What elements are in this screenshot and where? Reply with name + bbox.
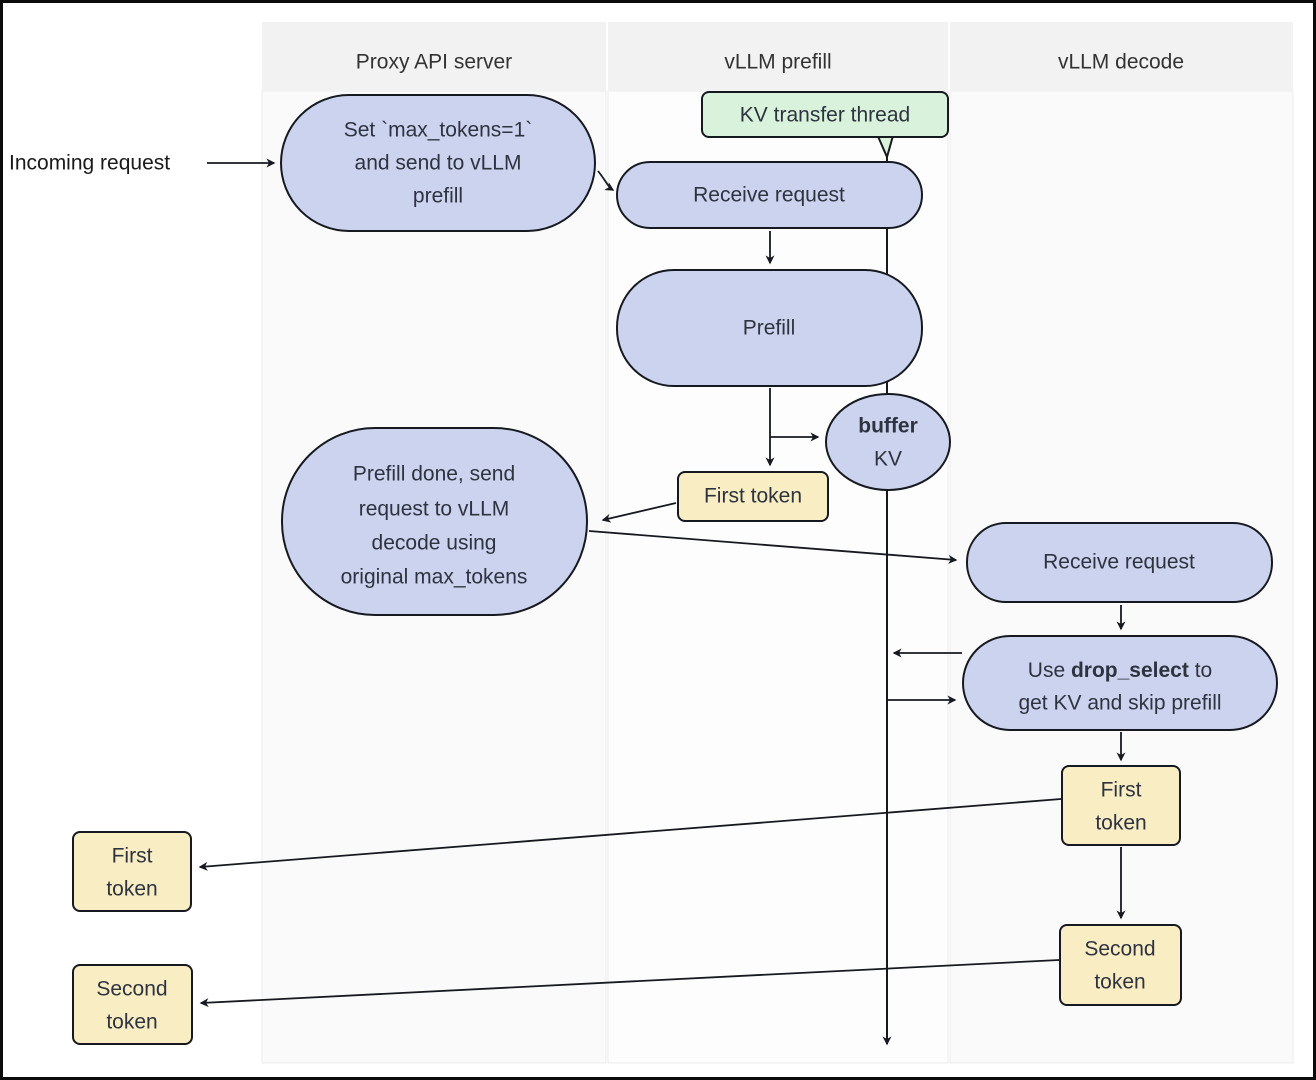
node-receive-request-prefill: Receive request bbox=[616, 161, 923, 229]
lane-proxy-title: Proxy API server bbox=[356, 51, 512, 74]
node-second-token-client-line1: Second bbox=[96, 978, 167, 1001]
node-prefill: Prefill bbox=[616, 269, 923, 387]
node-drop-select-shape bbox=[962, 635, 1278, 731]
kv-thread-callout-label: KV transfer thread bbox=[740, 104, 910, 127]
node-second-token-client: Second token bbox=[72, 964, 193, 1045]
node-second-token-decode: Second token bbox=[1059, 924, 1182, 1006]
nodes: Set `max_tokens=1` and send to vLLM pref… bbox=[72, 91, 1278, 1045]
node-prefill-done-shape bbox=[281, 427, 588, 616]
node-set-max-tokens: Set `max_tokens=1` and send to vLLM pref… bbox=[280, 94, 596, 232]
node-drop-select-line2: get KV and skip prefill bbox=[1018, 692, 1221, 715]
lane-decode-title: vLLM decode bbox=[1058, 51, 1184, 74]
node-first-token-prefill-shape bbox=[677, 471, 829, 522]
node-set-max-tokens-line3: prefill bbox=[413, 185, 463, 208]
node-set-max-tokens-line2: and send to vLLM bbox=[355, 152, 522, 175]
node-buffer-kv-shape bbox=[825, 393, 951, 491]
drop-select-text-pre: Use bbox=[1028, 659, 1071, 682]
node-receive-request-prefill-label: Receive request bbox=[693, 184, 845, 207]
lane-prefill-title: vLLM prefill bbox=[724, 51, 831, 74]
incoming-request-label: Incoming request bbox=[9, 152, 170, 175]
node-drop-select: Use drop_select to get KV and skip prefi… bbox=[962, 635, 1278, 731]
node-second-token-client-line2: token bbox=[106, 1011, 157, 1034]
edge-second-token-decode-to-client bbox=[199, 959, 1060, 1008]
node-buffer-kv-line2: KV bbox=[874, 448, 902, 471]
node-prefill-done-line4: original max_tokens bbox=[341, 566, 528, 589]
node-prefill-label: Prefill bbox=[743, 317, 796, 340]
node-prefill-done-line1: Prefill done, send bbox=[353, 463, 515, 486]
node-second-token-decode-shape bbox=[1059, 924, 1182, 1006]
edge-first-token-to-prefill-done bbox=[601, 502, 677, 523]
node-set-max-tokens-shape bbox=[280, 94, 596, 232]
node-receive-request-decode: Receive request bbox=[966, 522, 1273, 603]
node-first-token-client-line1: First bbox=[112, 845, 153, 868]
node-kv-transfer-thread: KV transfer thread bbox=[701, 91, 949, 138]
drop-select-text-post: to bbox=[1189, 659, 1212, 682]
node-receive-request-prefill-shape bbox=[616, 161, 923, 229]
node-first-token-decode: First token bbox=[1061, 765, 1181, 846]
edge-first-token-decode-to-client bbox=[198, 798, 1062, 871]
lane-prefill-body bbox=[607, 90, 949, 1064]
node-first-token-client-line2: token bbox=[106, 878, 157, 901]
lane-proxy-header bbox=[262, 22, 606, 91]
drop-select-text-bold: drop_select bbox=[1071, 659, 1189, 682]
node-prefill-done: Prefill done, send request to vLLM decod… bbox=[281, 427, 588, 616]
node-drop-select-line1: Use drop_select to bbox=[1028, 659, 1212, 682]
edge-proxy-to-receive-prefill bbox=[597, 170, 615, 191]
node-receive-request-decode-label: Receive request bbox=[1043, 551, 1195, 574]
lane-prefill-header bbox=[608, 22, 948, 91]
node-first-token-decode-line1: First bbox=[1101, 779, 1142, 802]
node-prefill-done-line3: decode using bbox=[372, 532, 497, 555]
edges bbox=[198, 158, 1126, 1008]
node-buffer-kv-line1: buffer bbox=[858, 415, 918, 438]
node-second-token-decode-line2: token bbox=[1094, 971, 1145, 994]
lane-decode-header bbox=[950, 22, 1293, 91]
node-first-token-client: First token bbox=[72, 831, 192, 912]
node-first-token-client-shape bbox=[72, 831, 192, 912]
node-second-token-decode-line1: Second bbox=[1084, 938, 1155, 961]
node-first-token-decode-shape bbox=[1061, 765, 1181, 846]
node-prefill-done-line2: request to vLLM bbox=[359, 498, 510, 521]
node-first-token-prefill-label: First token bbox=[704, 485, 802, 508]
node-first-token-prefill: First token bbox=[677, 471, 829, 522]
kv-thread-callout-shape bbox=[701, 91, 949, 138]
node-buffer-kv: buffer KV bbox=[825, 393, 951, 491]
node-second-token-client-shape bbox=[72, 964, 193, 1045]
node-receive-request-decode-shape bbox=[966, 522, 1273, 603]
node-set-max-tokens-line1: Set `max_tokens=1` bbox=[344, 119, 533, 142]
node-prefill-shape bbox=[616, 269, 923, 387]
edge-prefill-done-to-receive-decode bbox=[588, 530, 958, 564]
node-first-token-decode-line2: token bbox=[1095, 812, 1146, 835]
